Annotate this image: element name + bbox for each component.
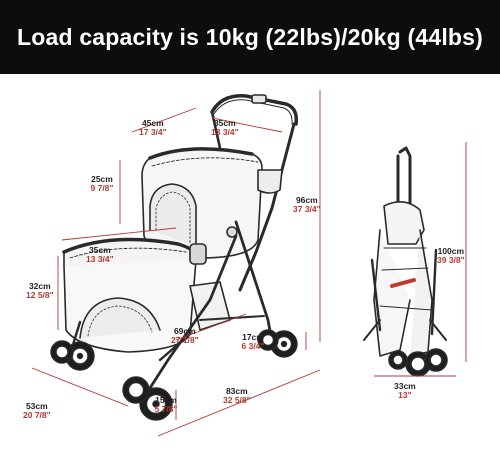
dim-top-basket-height-cm: 25cm [91,174,113,184]
dim-overall-width-inch: 20 7/8" [23,409,51,420]
dim-front-wheel-cm: 15cm [155,395,177,405]
dim-overall-height: 96cm 37 3/4" [293,196,321,214]
dim-wheelbase-cm: 69cm [173,326,196,336]
dim-overall-height-inch: 37 3/4" [293,203,321,214]
dim-folded-width-cm: 33cm [394,381,416,391]
dim-overall-width: 53cm 20 7/8" [23,402,51,420]
dim-wheelbase-inch: 27 1/8" [171,334,199,345]
dim-lower-basket-height-inch: 12 5/8" [26,289,54,300]
dim-top-basket-width-cm: 35cm [213,118,236,128]
dim-wheelbase: 69cm 27 1/8" [171,327,199,345]
headline-banner: Load capacity is 10kg (22lbs)/20kg (44lb… [0,0,500,74]
dim-top-basket-height: 25cm 9 7/8" [91,175,114,193]
dim-front-wheel-inch: 5 7/8" [154,403,178,414]
dim-top-basket-height-inch: 9 7/8" [90,182,114,193]
stroller-unfolded-drawing [50,94,299,421]
dim-overall-length-cm: 83cm [225,386,248,396]
dim-lower-basket-width-cm: 35cm [88,245,111,255]
headline-text: Load capacity is 10kg (22lbs)/20kg (44lb… [16,23,484,50]
dim-top-basket-width: 35cm 13 3/4" [211,119,239,137]
dimension-lines [31,90,467,437]
dim-rear-wheel: 17cm 6 3/4" [242,333,265,351]
dim-rear-wheel-inch: 6 3/4" [241,340,265,351]
stroller-folded-drawing [363,146,448,377]
dim-lower-basket-width-inch: 13 3/4" [86,253,114,264]
dim-top-basket-depth: 45cm 17 3/4" [139,119,167,137]
dim-folded-width: 33cm 13" [394,382,416,400]
dim-overall-width-cm: 53cm [25,401,48,411]
dim-folded-width-inch: 13" [398,389,412,400]
dim-lower-basket-width: 35cm 13 3/4" [86,246,114,264]
dim-top-basket-depth-cm: 45cm [141,118,164,128]
dim-folded-height: 100cm 39 3/8" [437,247,465,265]
dim-overall-length: 83cm 32 5/8" [223,387,251,405]
dim-overall-length-inch: 32 5/8" [223,394,251,405]
dim-overall-height-cm: 96cm [295,195,318,205]
dim-top-basket-width-inch: 13 3/4" [211,126,239,137]
dim-lower-basket-height: 32cm 12 5/8" [26,282,54,300]
dim-rear-wheel-cm: 17cm [242,332,264,342]
dim-front-wheel: 15cm 5 7/8" [155,396,178,414]
dim-folded-height-cm: 100cm [437,246,465,256]
dim-lower-basket-height-cm: 32cm [28,281,51,291]
dim-top-basket-depth-inch: 17 3/4" [139,126,167,137]
dim-folded-height-inch: 39 3/8" [437,254,465,265]
